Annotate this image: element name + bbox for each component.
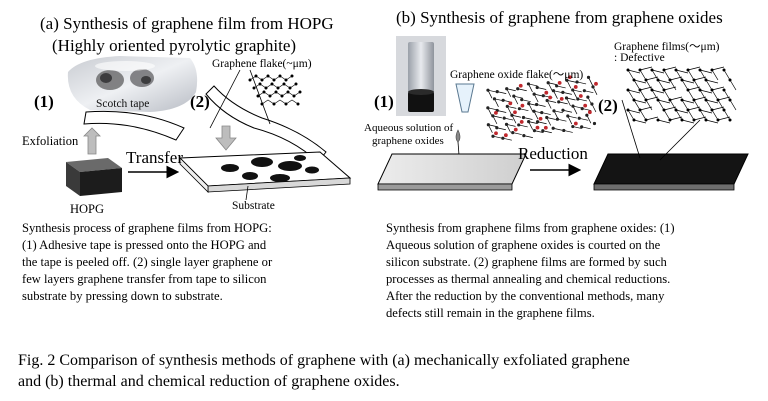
film-pointer-line [659, 119, 701, 161]
film-pointer-line [621, 99, 641, 159]
tape-strip-2 [205, 85, 327, 163]
description-line: Aqueous solution of graphene oxides is c… [386, 238, 661, 252]
substrate-b1 [377, 153, 527, 191]
description-line: silicon substrate. (2) graphene films ar… [386, 255, 667, 269]
substrate-pointer-line [245, 185, 249, 201]
panel-b-description: Synthesis from graphene films from graph… [386, 220, 750, 322]
vial-photo [396, 36, 446, 116]
droplet [455, 129, 461, 143]
panel-a-step2: (2) [190, 92, 210, 111]
description-line: After the reduction by the conventional … [386, 289, 665, 303]
panel-a-description: Synthesis process of graphene films from… [22, 220, 362, 305]
graphene-films-defective-label: : Defective [614, 52, 665, 64]
substrate-a [178, 151, 352, 193]
description-line: substrate by pressing down to substrate. [22, 289, 223, 303]
description-line: few layers graphene transfer from tape t… [22, 272, 267, 286]
exfoliation-arrow [83, 127, 101, 155]
reduction-label: Reduction [518, 144, 588, 163]
graphene-oxide-lattice [486, 75, 598, 141]
description-line: (1) Adhesive tape is pressed onto the HO… [22, 238, 267, 252]
description-line: defects still remain in the graphene fil… [386, 306, 595, 320]
pipette-cone [455, 83, 475, 113]
hopg-block [66, 158, 122, 196]
graphene-films-label: Graphene films(～μm) [614, 41, 720, 53]
graphene-flake-lattice [248, 74, 302, 106]
figure-caption: Fig. 2 Comparison of synthesis methods o… [18, 350, 758, 392]
exfoliation-label: Exfoliation [22, 134, 79, 148]
panel-a-subtitle: (Highly oriented pyrolytic graphite) [52, 36, 297, 55]
graphene-film-lattice [626, 66, 737, 124]
panel-b-step2: (2) [598, 96, 618, 115]
aqueous-label-line2: graphene oxides [372, 135, 444, 147]
substrate-label: Substrate [232, 200, 275, 212]
hopg-label: HOPG [70, 202, 105, 216]
panel-a-title: (a) Synthesis of graphene film from HOPG [40, 14, 334, 33]
description-line: processes as thermal annealing and chemi… [386, 272, 671, 286]
description-line: Synthesis from graphene films from graph… [386, 221, 675, 235]
aqueous-label-line1: Aqueous solution of [364, 122, 454, 134]
caption-line: and (b) thermal and chemical reduction o… [18, 373, 400, 390]
description-line: the tape is peeled off. (2) single layer… [22, 255, 273, 269]
graphene-oxide-flake-label: Graphene oxide flake(～μm) [450, 69, 584, 81]
description-line: Synthesis process of graphene films from… [22, 221, 272, 235]
press-down-arrow [215, 125, 237, 151]
flake-pointer-line [249, 69, 271, 125]
tape-strip [83, 110, 185, 141]
panel-a-step1: (1) [34, 92, 54, 111]
graphene-flake-label: Graphene flake(~μm) [212, 58, 312, 70]
scotch-tape-label: Scotch tape [96, 98, 150, 110]
panel-b-step1: (1) [374, 92, 394, 111]
substrate-b2 [593, 153, 749, 191]
panel-b-title: (b) Synthesis of graphene from graphene … [396, 8, 723, 27]
transfer-label: Transfer [126, 148, 183, 167]
scotch-tape-photo [67, 56, 198, 112]
caption-line: Fig. 2 Comparison of synthesis methods o… [18, 352, 630, 369]
flake-pointer-line [209, 69, 241, 129]
